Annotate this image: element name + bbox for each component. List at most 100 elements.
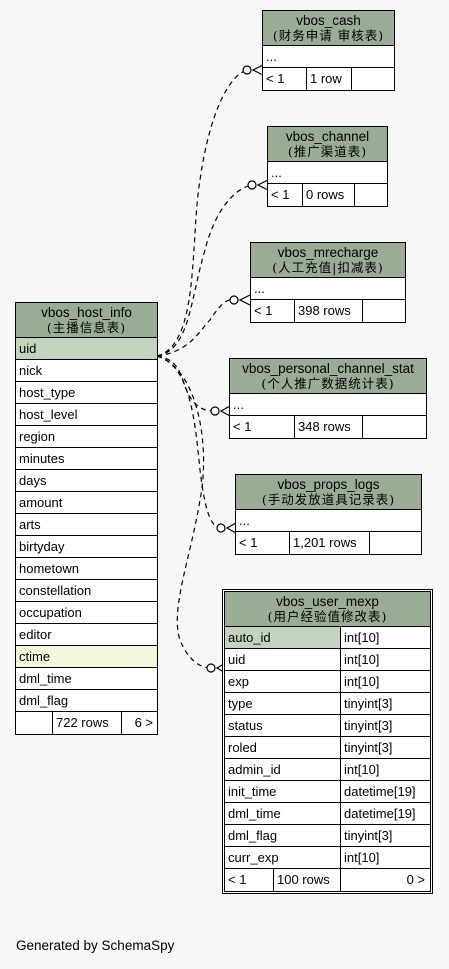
column-name: uid	[225, 649, 341, 670]
relation-mrecharge	[156, 298, 235, 357]
column-type: tinyint[3]	[344, 828, 393, 843]
column-ctime: ctime	[16, 646, 157, 668]
table-vbos-personal-channel-stat[interactable]: vbos_personal_channel_stat (个人推广数据统计表) .…	[229, 358, 427, 439]
table-vbos-channel[interactable]: vbos_channel (推广渠道表) ... < 1 0 rows	[267, 126, 388, 207]
table-footer: < 1 1 row	[263, 68, 394, 90]
row-count: 0 rows	[303, 184, 355, 206]
column-host-type: host_type	[16, 382, 157, 404]
optional-marker	[229, 295, 239, 305]
table-header: vbos_channel (推广渠道表)	[268, 127, 387, 162]
table-name: vbos_props_logs	[277, 477, 380, 492]
column-name: status	[225, 715, 341, 736]
row-count: 1 row	[307, 68, 352, 90]
table-name: vbos_cash	[296, 13, 361, 28]
column-name: dml_flag	[225, 825, 341, 846]
column-type: int[10]	[344, 762, 380, 777]
crowsfoot-marker	[251, 64, 264, 76]
crowsfoot-marker	[225, 522, 237, 534]
optional-marker	[242, 65, 252, 75]
table-vbos-props-logs[interactable]: vbos_props_logs (手动发放道具记录表) ... < 1 1,20…	[235, 474, 422, 555]
table-name: vbos_mrecharge	[277, 245, 379, 260]
column-row: ...	[230, 394, 426, 416]
column-type: int[10]	[344, 850, 380, 865]
table-comment: (主播信息表)	[46, 320, 127, 335]
column-occupation: occupation	[16, 602, 157, 624]
table-comment: (用户经验值修改表)	[267, 609, 388, 624]
column-row: ...	[268, 162, 387, 184]
table-comment: (人工充值|扣减表)	[272, 260, 384, 275]
column-editor: editor	[16, 624, 157, 646]
parent-count: < 1	[268, 184, 303, 206]
table-header: vbos_host_info (主播信息表)	[16, 303, 157, 338]
column-minutes: minutes	[16, 448, 157, 470]
column-name: admin_id	[225, 759, 341, 780]
row-count: 348 rows	[295, 416, 363, 438]
relation-cash	[156, 69, 248, 357]
crowsfoot-marker	[219, 405, 231, 417]
row-count: 1,201 rows	[290, 532, 370, 554]
table-comment: (财务申请 审核表)	[272, 28, 385, 43]
column-birtyday: birtyday	[16, 536, 157, 558]
column-type: int[10]	[344, 630, 380, 645]
column-name: auto_id	[225, 627, 341, 648]
relation-channel	[156, 184, 253, 357]
column-type: tinyint[3]	[344, 718, 393, 733]
table-vbos-mrecharge[interactable]: vbos_mrecharge (人工充值|扣减表) ... < 1 398 ro…	[250, 242, 406, 323]
row-count: 100 rows	[274, 869, 341, 891]
row-count: 398 rows	[295, 300, 363, 322]
table-name: vbos_host_info	[41, 305, 132, 320]
column-host-level: host_level	[16, 404, 157, 426]
column-type: int[10]	[344, 674, 380, 689]
column-arts: arts	[16, 514, 157, 536]
relation-mexp	[156, 355, 212, 669]
column-type: int[10]	[344, 652, 380, 667]
parent-count: < 1	[251, 300, 295, 322]
relation-props	[156, 355, 222, 529]
crowsfoot-marker	[238, 294, 251, 306]
column-region: region	[16, 426, 157, 448]
optional-marker	[210, 406, 220, 416]
column-amount: amount	[16, 492, 157, 514]
table-name: vbos_personal_channel_stat	[242, 361, 414, 376]
table-header: vbos_user_mexp (用户经验值修改表)	[225, 592, 430, 627]
column-days: days	[16, 470, 157, 492]
table-vbos-host-info[interactable]: vbos_host_info (主播信息表) uid nick host_typ…	[15, 302, 158, 735]
column-dml-flag: dml_flag	[16, 690, 157, 712]
column-name: exp	[225, 671, 341, 692]
optional-marker	[247, 180, 257, 190]
column-name: type	[225, 693, 341, 714]
table-footer: < 1 348 rows	[230, 416, 426, 438]
parent-count: < 1	[263, 68, 307, 90]
column-type: tinyint[3]	[344, 696, 393, 711]
column-row: ...	[251, 278, 405, 300]
table-vbos-cash[interactable]: vbos_cash (财务申请 审核表) ... < 1 1 row	[262, 10, 395, 91]
table-header: vbos_props_logs (手动发放道具记录表)	[236, 475, 421, 510]
crowsfoot-marker	[256, 179, 269, 191]
table-header: vbos_mrecharge (人工充值|扣减表)	[251, 243, 405, 278]
parent-count: < 1	[225, 869, 274, 891]
child-count: 0 >	[406, 872, 425, 887]
table-comment: (个人推广数据统计表)	[261, 376, 395, 391]
optional-marker	[216, 523, 226, 533]
column-type: datetime[19]	[344, 784, 416, 799]
table-footer: 722 rows 6 >	[16, 712, 157, 734]
table-comment: (手动发放道具记录表)	[261, 492, 396, 507]
table-footer: < 1 1,201 rows	[236, 532, 421, 554]
column-dml-time: dml_time	[16, 668, 157, 690]
column-name: roled	[225, 737, 341, 758]
table-footer: < 1 100 rows 0 >	[225, 869, 430, 891]
table-footer: < 1 0 rows	[268, 184, 387, 206]
table-header: vbos_personal_channel_stat (个人推广数据统计表)	[230, 359, 426, 394]
generated-by-footer: Generated by SchemaSpy	[16, 938, 175, 953]
column-nick: nick	[16, 360, 157, 382]
table-name: vbos_channel	[285, 129, 370, 144]
